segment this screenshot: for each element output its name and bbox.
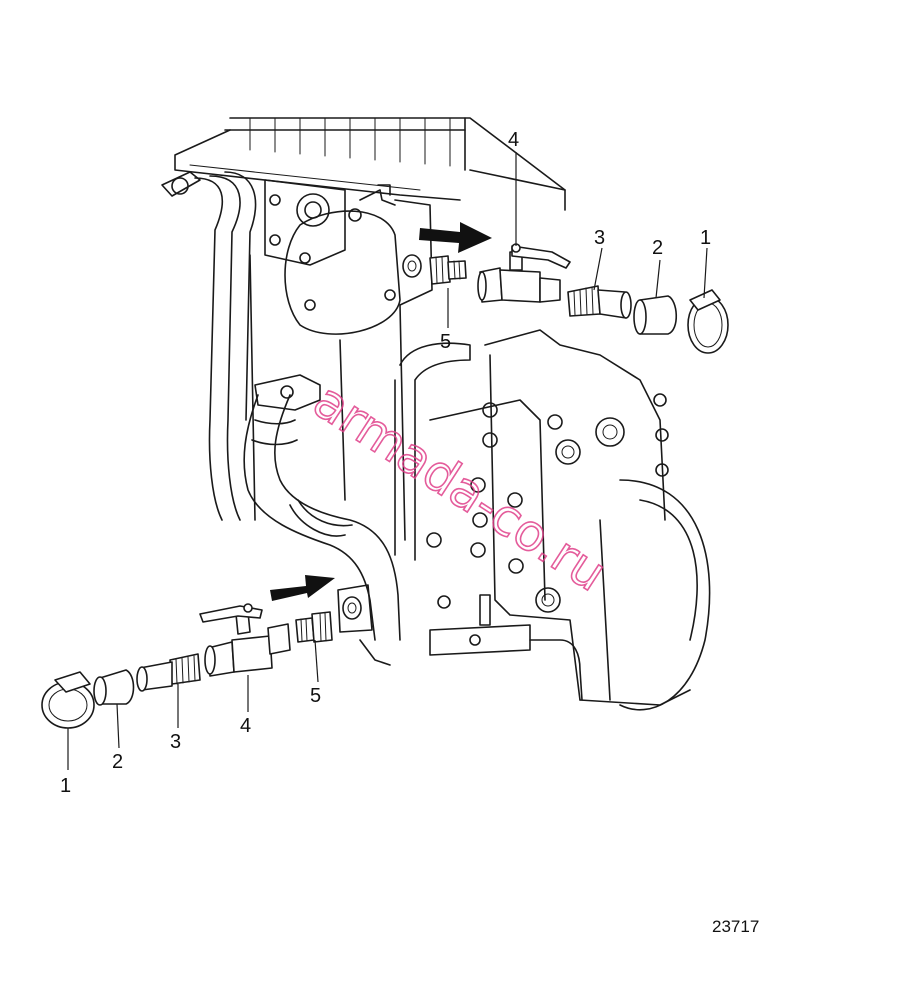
figure-reference-number: 23717 xyxy=(712,917,759,936)
callout-upper-2: 2 xyxy=(652,237,663,259)
upper-parts xyxy=(429,243,729,354)
callouts-upper: 4 3 2 1 5 xyxy=(440,129,711,353)
upper-cap-part xyxy=(633,295,678,335)
callouts-lower: 5 4 3 2 1 xyxy=(60,685,321,797)
watermark-text: armada-co.ru xyxy=(303,371,616,602)
lower-clamp-part xyxy=(41,671,95,729)
lower-cap-part xyxy=(93,669,135,706)
callout-upper-1: 1 xyxy=(700,227,711,249)
callout-lower-5: 5 xyxy=(310,685,321,707)
upper-hose-nipple-part xyxy=(567,285,632,319)
upper-arrow-icon xyxy=(419,222,492,253)
callout-lower-2: 2 xyxy=(112,751,123,773)
lower-parts xyxy=(41,603,333,729)
upper-clamp-part xyxy=(687,289,729,354)
flow-arrows xyxy=(270,222,492,601)
lower-valve-part xyxy=(199,603,291,677)
upper-valve-part xyxy=(477,243,571,303)
callout-lower-1: 1 xyxy=(60,775,71,797)
lower-nipple-part xyxy=(295,611,333,643)
callout-upper-4: 4 xyxy=(508,129,519,151)
lower-hose-nipple-part xyxy=(136,653,201,692)
engine-block xyxy=(161,117,711,711)
lower-arrow-icon xyxy=(270,575,335,601)
callout-upper-5: 5 xyxy=(440,331,451,353)
upper-nipple-part xyxy=(429,255,467,285)
leader-lines xyxy=(67,152,708,770)
callout-lower-3: 3 xyxy=(170,731,181,753)
callout-upper-3: 3 xyxy=(594,227,605,249)
callout-lower-4: 4 xyxy=(240,715,251,737)
